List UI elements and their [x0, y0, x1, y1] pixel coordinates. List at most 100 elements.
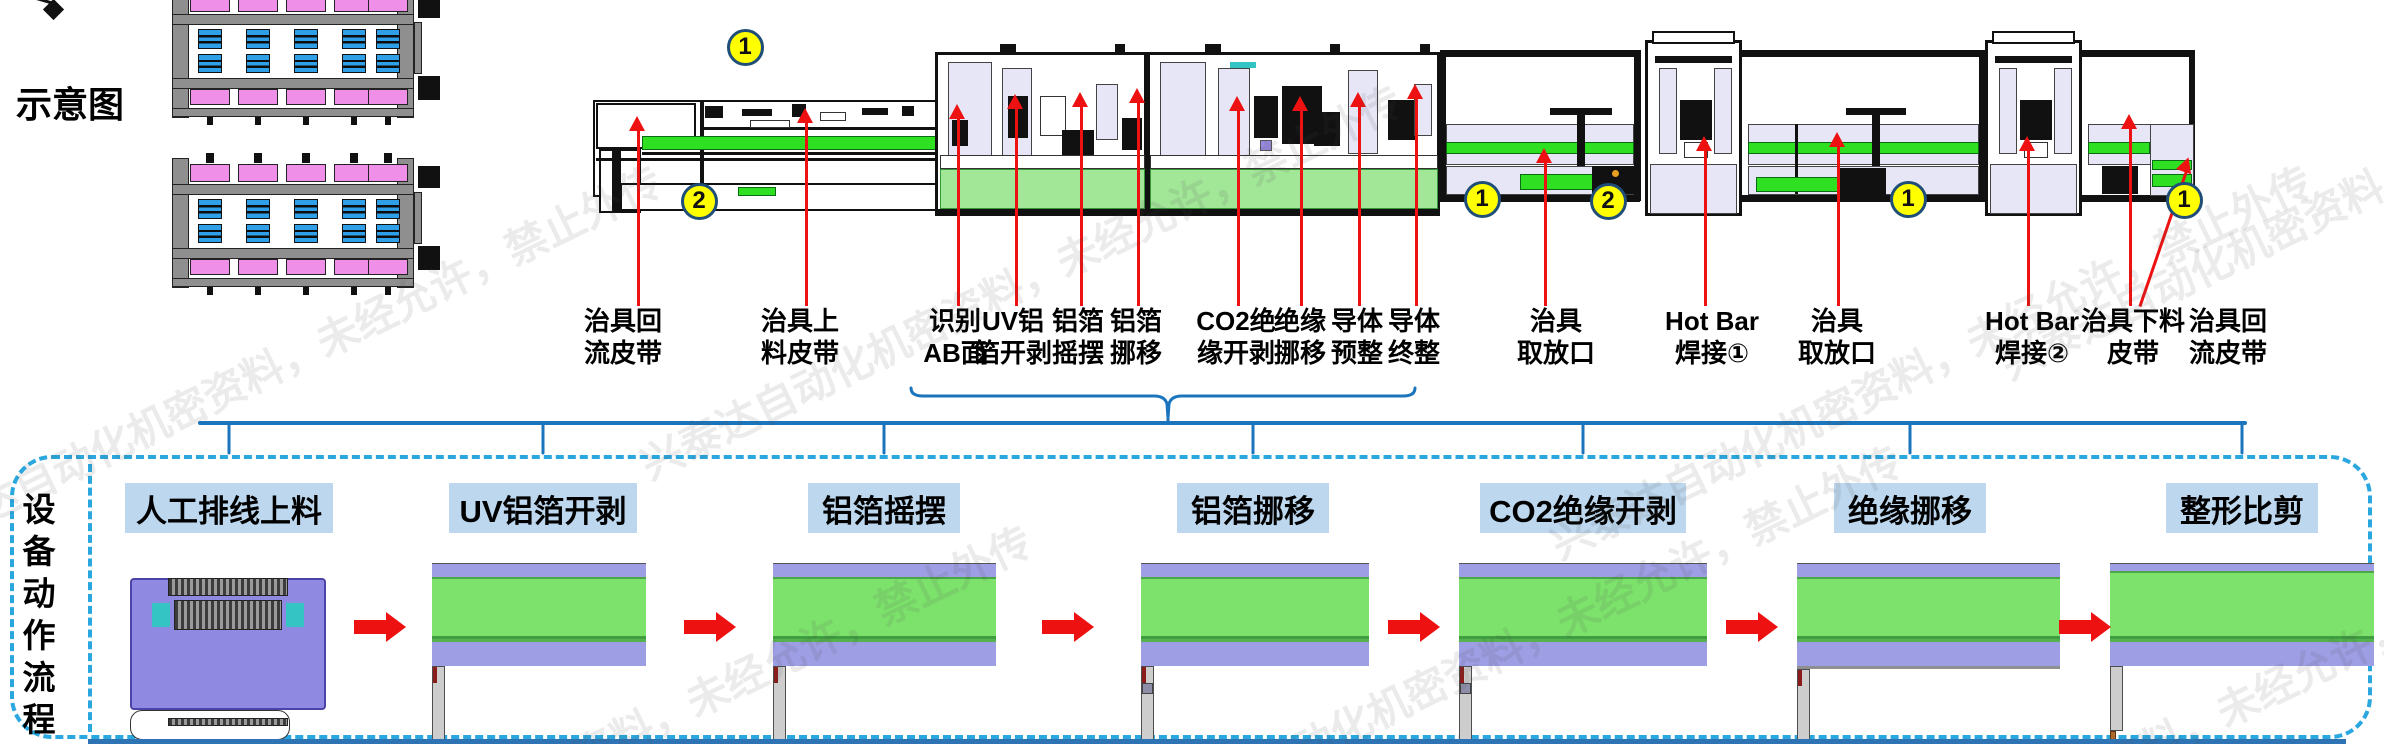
carrier-clamp: [376, 29, 400, 49]
carrier-beam: [172, 78, 414, 89]
flow-step-title: CO2绝缘开剥: [1480, 483, 1686, 533]
leader-arrow-icon: [948, 104, 965, 119]
leader-arrow-icon: [1128, 88, 1145, 103]
carrier-beam: [172, 184, 414, 195]
carrier-tick: [255, 117, 261, 125]
machine-part: [940, 169, 1145, 209]
carrier-tick: [255, 287, 261, 295]
machine-part: [1440, 50, 1446, 201]
green-band-line: [1797, 639, 2060, 642]
machine-part: [1230, 62, 1256, 68]
machine-part: [1254, 96, 1278, 138]
carrier-clamp: [246, 29, 270, 49]
machine-part: [2152, 160, 2192, 170]
carrier-cam-top: [238, 0, 278, 12]
machine-part: [2088, 142, 2150, 154]
leader-arrow-icon: [1406, 84, 1423, 99]
leader-line: [1299, 109, 1303, 306]
strip-mark: [433, 667, 437, 683]
carrier-tick: [350, 153, 358, 163]
station-label: 铝箔 摇摆: [1051, 306, 1104, 368]
schematic-title: 示意图: [16, 84, 125, 125]
station-label: Hot Bar 焊接①: [1665, 306, 1759, 368]
flow-step-title: 人工排线上料: [125, 483, 333, 533]
strip-mark: [1142, 667, 1146, 683]
carrier-clamp: [376, 54, 400, 73]
foil-strip-top: [1141, 563, 1369, 577]
machine-part: [1655, 56, 1732, 63]
position-badge: 1: [1889, 180, 1927, 218]
leader-line: [636, 129, 640, 306]
foil-strip-top: [773, 563, 996, 577]
leader-arrow-icon: [1535, 148, 1552, 163]
carrier-cam-bottom: [286, 89, 326, 105]
carrier-clamp: [294, 54, 318, 73]
carrier-clamp: [342, 199, 366, 219]
carrier-tick: [207, 117, 213, 125]
machine-part: [820, 112, 846, 121]
green-band-line: [2110, 639, 2374, 642]
station-label: 治具回 流皮带: [583, 306, 662, 368]
carrier-cam-top: [368, 0, 408, 12]
machine-part: [1872, 112, 1880, 166]
carrier-cam-top: [238, 164, 278, 182]
connector-pin-comb: [168, 578, 288, 596]
carrier-beam: [172, 278, 414, 287]
carrier-clamp: [294, 199, 318, 219]
machine-part: [952, 120, 968, 146]
machine-part: [1742, 195, 1985, 202]
machine-part: [596, 158, 940, 161]
leader-arrow-icon: [1828, 132, 1845, 147]
green-band: [1141, 577, 1369, 636]
leader-line: [1357, 105, 1361, 306]
leader-arrow-icon: [1071, 92, 1088, 107]
connector-latch: [152, 603, 170, 627]
process-arrow-icon: [354, 620, 386, 634]
connector-pin-comb: [174, 600, 282, 630]
carrier-tick: [254, 153, 262, 163]
machine-part: [1062, 130, 1094, 158]
station-label: 治具 取放口: [1516, 306, 1595, 368]
carrier-fixture-view: [170, 153, 440, 298]
flow-step-title: UV铝箔开剥: [449, 483, 637, 533]
carrier-tick: [303, 117, 309, 125]
wire-pin: [1141, 666, 1154, 744]
machine-part: [700, 127, 940, 130]
leader-arrow-icon: [1228, 96, 1245, 111]
process-arrow-icon: [386, 612, 406, 642]
machine-part: [1388, 100, 1416, 140]
carrier-clamp: [376, 199, 400, 219]
machine-part: [935, 209, 1440, 216]
carrier-cam-bottom: [190, 259, 230, 275]
machine-part: [1992, 31, 2075, 44]
carrier-clamp: [198, 199, 222, 219]
carrier-clamp: [198, 54, 222, 73]
machine-part: [1650, 164, 1737, 214]
flow-step-title: 铝箔摇摆: [808, 483, 960, 533]
machine-part: [1990, 164, 2077, 214]
machine-part: [1612, 170, 1619, 177]
machine-part: [1795, 124, 1798, 194]
strip-mark: [1798, 670, 1802, 686]
flow-side-label: 设备动作流程: [18, 492, 55, 744]
carrier-beam: [172, 248, 414, 259]
carrier-cam-top: [190, 0, 230, 12]
machine-part: [1160, 62, 1206, 162]
leader-line: [2128, 127, 2132, 306]
wire-pin: [432, 666, 445, 744]
machine-part: [2082, 195, 2195, 202]
machine-part: [2020, 100, 2052, 140]
machine-part: [1150, 169, 1438, 209]
station-label: 治具下料 皮带: [2080, 306, 2185, 368]
station-label: 识别 AB面: [923, 306, 987, 368]
green-band-line: [2110, 636, 2374, 639]
flow-step-title: 整形比剪: [2166, 483, 2318, 533]
connector-pin-comb: [168, 718, 288, 726]
process-arrow-icon: [1388, 620, 1420, 634]
machine-part: [1330, 44, 1340, 53]
leader-line: [1836, 145, 1840, 306]
green-band-line: [1459, 636, 1707, 639]
leader-line: [1414, 97, 1418, 306]
leader-arrow-icon: [1006, 94, 1023, 109]
